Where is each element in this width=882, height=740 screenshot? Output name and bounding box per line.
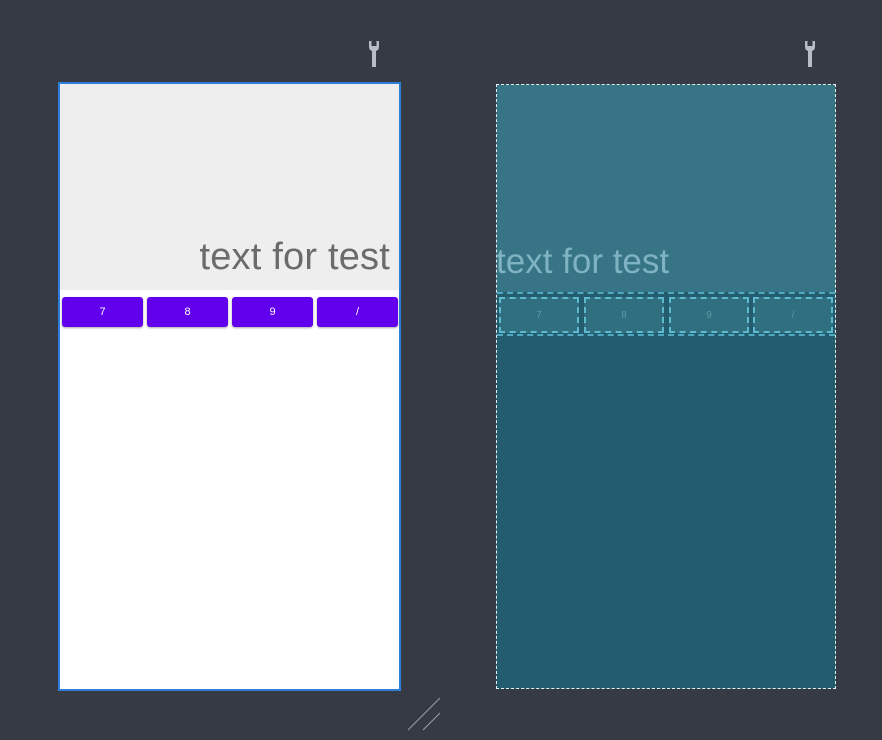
blueprint-surface[interactable]: text for test 7 8 9 / (496, 84, 836, 689)
blueprint-display-area[interactable]: text for test (496, 85, 835, 292)
blueprint-key-7[interactable]: 7 (499, 297, 579, 333)
blueprint-key-divide[interactable]: / (753, 297, 833, 333)
key-divide-button[interactable]: / (317, 297, 398, 327)
blueprint-key-8[interactable]: 8 (584, 297, 664, 333)
blueprint-display-text[interactable]: text for test (496, 242, 670, 281)
wrench-icon[interactable] (802, 40, 818, 68)
keypad-row: 7 8 9 / (62, 297, 399, 327)
blueprint-keypad-row: 7 8 9 / (497, 292, 835, 336)
key-7-button[interactable]: 7 (62, 297, 143, 327)
key-9-button[interactable]: 9 (232, 297, 313, 327)
design-surface[interactable]: text for test 7 8 9 / (58, 82, 401, 691)
display-text[interactable]: text for test (199, 236, 390, 278)
key-8-button[interactable]: 8 (147, 297, 228, 327)
wrench-icon[interactable] (366, 40, 382, 68)
blueprint-key-9[interactable]: 9 (669, 297, 749, 333)
resize-handle-icon[interactable] (406, 697, 442, 731)
display-area[interactable]: text for test (60, 84, 399, 290)
